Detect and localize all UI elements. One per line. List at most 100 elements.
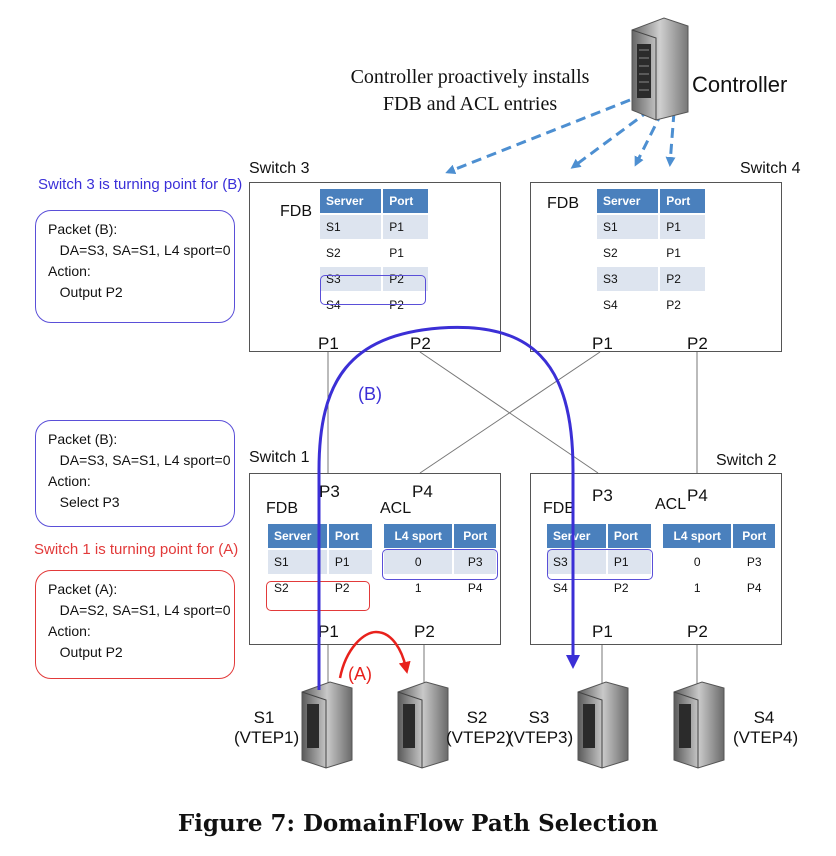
server-vtep: (VTEP4)	[733, 728, 799, 747]
table-header: Server	[320, 189, 384, 213]
server-s2-label: S2(VTEP2)	[446, 708, 512, 748]
note-line: Output P2	[48, 284, 123, 300]
path-b-label: (B)	[358, 384, 382, 404]
note-line: Output P2	[48, 644, 123, 660]
controller-server-icon	[631, 17, 689, 121]
cell: S2	[320, 241, 384, 265]
server-s2-icon	[397, 681, 449, 769]
note-line: Packet (B):	[48, 221, 118, 237]
cell: P2	[660, 293, 707, 317]
controller-note-line2: FDB and ACL entries	[382, 93, 558, 115]
cell: P1	[383, 215, 430, 239]
cell: S2	[597, 241, 661, 265]
cell: P2	[660, 267, 707, 291]
cell: P1	[607, 550, 653, 574]
note-line: Select P3	[48, 494, 120, 510]
switch2-fdb-label: FDB	[543, 500, 575, 517]
switch4-p2: P2	[687, 334, 708, 353]
switch1-acl-label: ACL	[380, 500, 412, 517]
controller-arrow-switch4-b	[634, 111, 664, 167]
server-s3-icon	[577, 681, 629, 769]
cell: P1	[328, 550, 374, 574]
cell: P2	[328, 576, 374, 600]
switch2-title: Switch 2	[716, 452, 777, 469]
cell: S4	[320, 293, 384, 317]
switch1-fdb-label: FDB	[266, 500, 298, 517]
cell: 0	[663, 550, 734, 574]
table-header: Port	[733, 524, 777, 548]
cell: S3	[547, 550, 608, 574]
cell: P1	[660, 215, 707, 239]
table-header: Port	[454, 524, 498, 548]
turning-point-b-label: Switch 3 is turning point for (B)	[38, 176, 243, 193]
turning-point-a-label: Switch 1 is turning point for (A)	[34, 541, 239, 558]
note-line: DA=S3, SA=S1, L4 sport=0	[48, 242, 231, 258]
controller-note-line1: Controller proactively installs	[350, 66, 590, 88]
note-line: DA=S3, SA=S1, L4 sport=0	[48, 452, 231, 468]
server-s1-icon	[301, 681, 353, 769]
path-b	[317, 325, 580, 690]
server-s4-icon	[673, 681, 725, 769]
switch4-title: Switch 4	[740, 160, 801, 177]
cell: P4	[733, 576, 777, 600]
cell: S3	[320, 267, 384, 291]
note-line: Action:	[48, 623, 91, 639]
switch3-highlight-s3	[320, 275, 426, 305]
cell: P2	[383, 293, 430, 317]
path-a	[338, 630, 411, 679]
controller-arrow-switch3	[445, 98, 631, 175]
server-vtep: (VTEP2)	[446, 728, 512, 747]
cell: S1	[320, 215, 384, 239]
table-header: L4 sport	[384, 524, 455, 548]
cell: P3	[733, 550, 777, 574]
controller-note: Controller proactively installs FDB and …	[340, 64, 600, 118]
note-line: Action:	[48, 473, 91, 489]
switch2-acl-label: ACL	[655, 496, 687, 513]
server-name: S4	[753, 708, 775, 727]
path-a-label: (A)	[348, 664, 372, 684]
note-line: Packet (B):	[48, 431, 118, 447]
switch1-p4: P4	[412, 482, 433, 501]
cell: P4	[454, 576, 498, 600]
switch4-fdb-label: FDB	[547, 195, 579, 212]
server-s1-label: S1(VTEP1)	[234, 708, 299, 748]
server-vtep: (VTEP3)	[508, 728, 574, 747]
table-header: Port	[660, 189, 707, 213]
cell: 1	[663, 576, 734, 600]
cell: S3	[597, 267, 661, 291]
cell: 0	[384, 550, 455, 574]
switch2-p3: P3	[592, 486, 613, 505]
switch2-p2: P2	[687, 622, 708, 641]
cell: S1	[597, 215, 661, 239]
cell: 1	[384, 576, 455, 600]
link-s3p2-s2p3	[419, 351, 599, 474]
switch2-highlight-s3	[547, 549, 653, 580]
switch1-p1: P1	[318, 622, 339, 641]
controller-label: Controller	[692, 72, 788, 97]
switch1-highlight-acl0	[382, 549, 498, 580]
cell: P3	[454, 550, 498, 574]
switch1-p2: P2	[414, 622, 435, 641]
server-s3-label: S3(VTEP3)	[508, 708, 574, 748]
cell: P1	[660, 241, 707, 265]
table-header: Port	[383, 189, 430, 213]
server-name: S3	[528, 708, 550, 727]
